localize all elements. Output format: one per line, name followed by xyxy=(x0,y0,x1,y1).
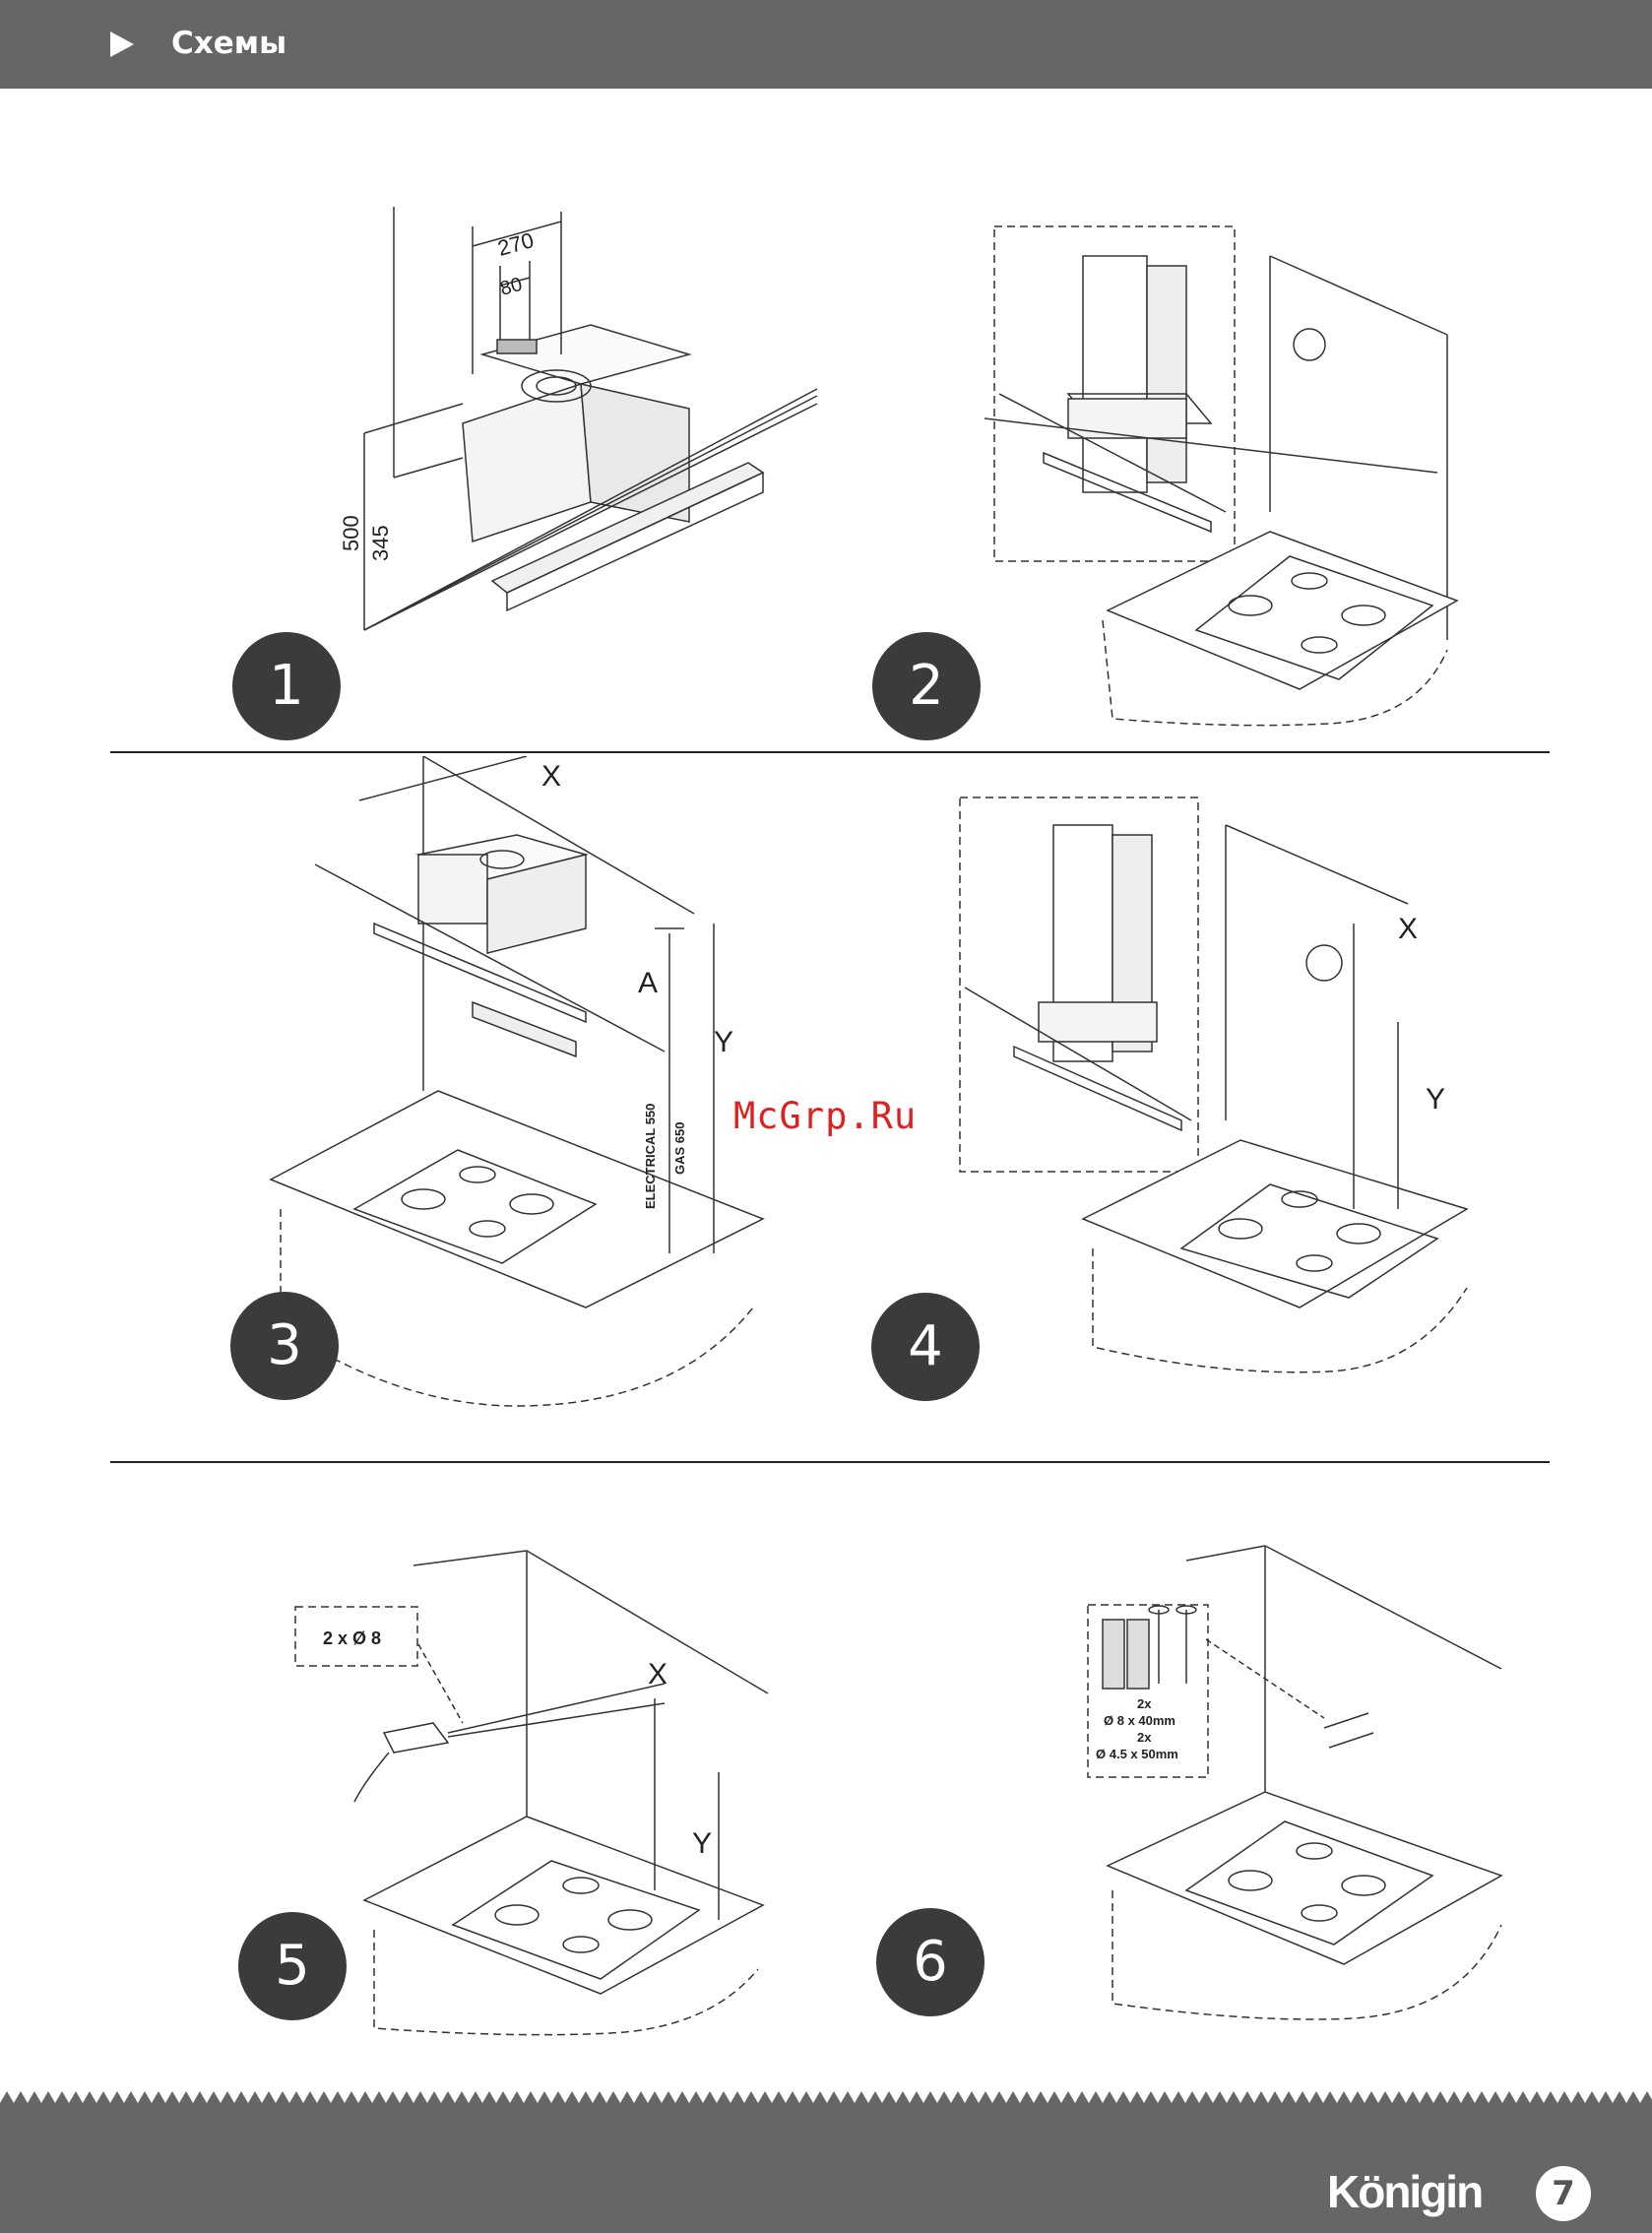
divider-bottom xyxy=(110,1461,1550,1463)
label-qty-1: 2x xyxy=(1137,1696,1152,1711)
step-badge-6: 6 xyxy=(876,1908,985,2016)
label-screw-spec: Ø 8 x 40mm xyxy=(1104,1713,1175,1728)
watermark: McGrp.Ru xyxy=(733,1095,917,1137)
brand-logo: Königin xyxy=(1327,2162,1482,2221)
label-qty-2: 2x xyxy=(1137,1730,1152,1745)
label-x: X xyxy=(1398,913,1418,945)
dim-80: 80 xyxy=(498,274,525,300)
divider-top xyxy=(110,751,1550,753)
diagram-step-3: X A Y ELECTRICAL 550 GAS 650 xyxy=(261,756,773,1426)
step-badge-3: 3 xyxy=(230,1292,339,1400)
label-gas: GAS 650 xyxy=(672,1122,687,1175)
step-badge-2: 2 xyxy=(872,632,981,740)
page-header: Схемы xyxy=(0,0,1652,89)
dim-500: 500 xyxy=(339,515,363,551)
label-x: X xyxy=(541,760,561,793)
label-drill-size: 2 x Ø 8 xyxy=(323,1628,381,1648)
label-y: Y xyxy=(1426,1083,1445,1116)
diagram-step-1: 270 80 500 345 xyxy=(335,207,847,660)
play-triangle-icon xyxy=(110,32,134,57)
step-badge-4: 4 xyxy=(871,1293,980,1401)
diagram-step-6: 2x Ø 8 x 40mm 2x Ø 4.5 x 50mm xyxy=(1078,1541,1511,2053)
label-plug-spec: Ø 4.5 x 50mm xyxy=(1096,1747,1178,1761)
diagram-step-5: 2 x Ø 8 X Y xyxy=(286,1546,778,2058)
step-badge-5: 5 xyxy=(238,1912,347,2020)
label-y: Y xyxy=(692,1827,712,1860)
label-x: X xyxy=(648,1658,667,1691)
label-electrical: ELECTRICAL 550 xyxy=(643,1104,658,1209)
dim-270: 270 xyxy=(495,227,537,261)
dim-345: 345 xyxy=(368,525,393,561)
label-a: A xyxy=(638,967,658,999)
label-y: Y xyxy=(714,1026,733,1058)
diagram-step-4: X Y xyxy=(955,796,1516,1386)
section-title: Схемы xyxy=(171,24,286,63)
step-badge-1: 1 xyxy=(232,632,341,740)
page-number: 7 xyxy=(1536,2166,1591,2221)
diagram-step-2 xyxy=(985,217,1536,748)
